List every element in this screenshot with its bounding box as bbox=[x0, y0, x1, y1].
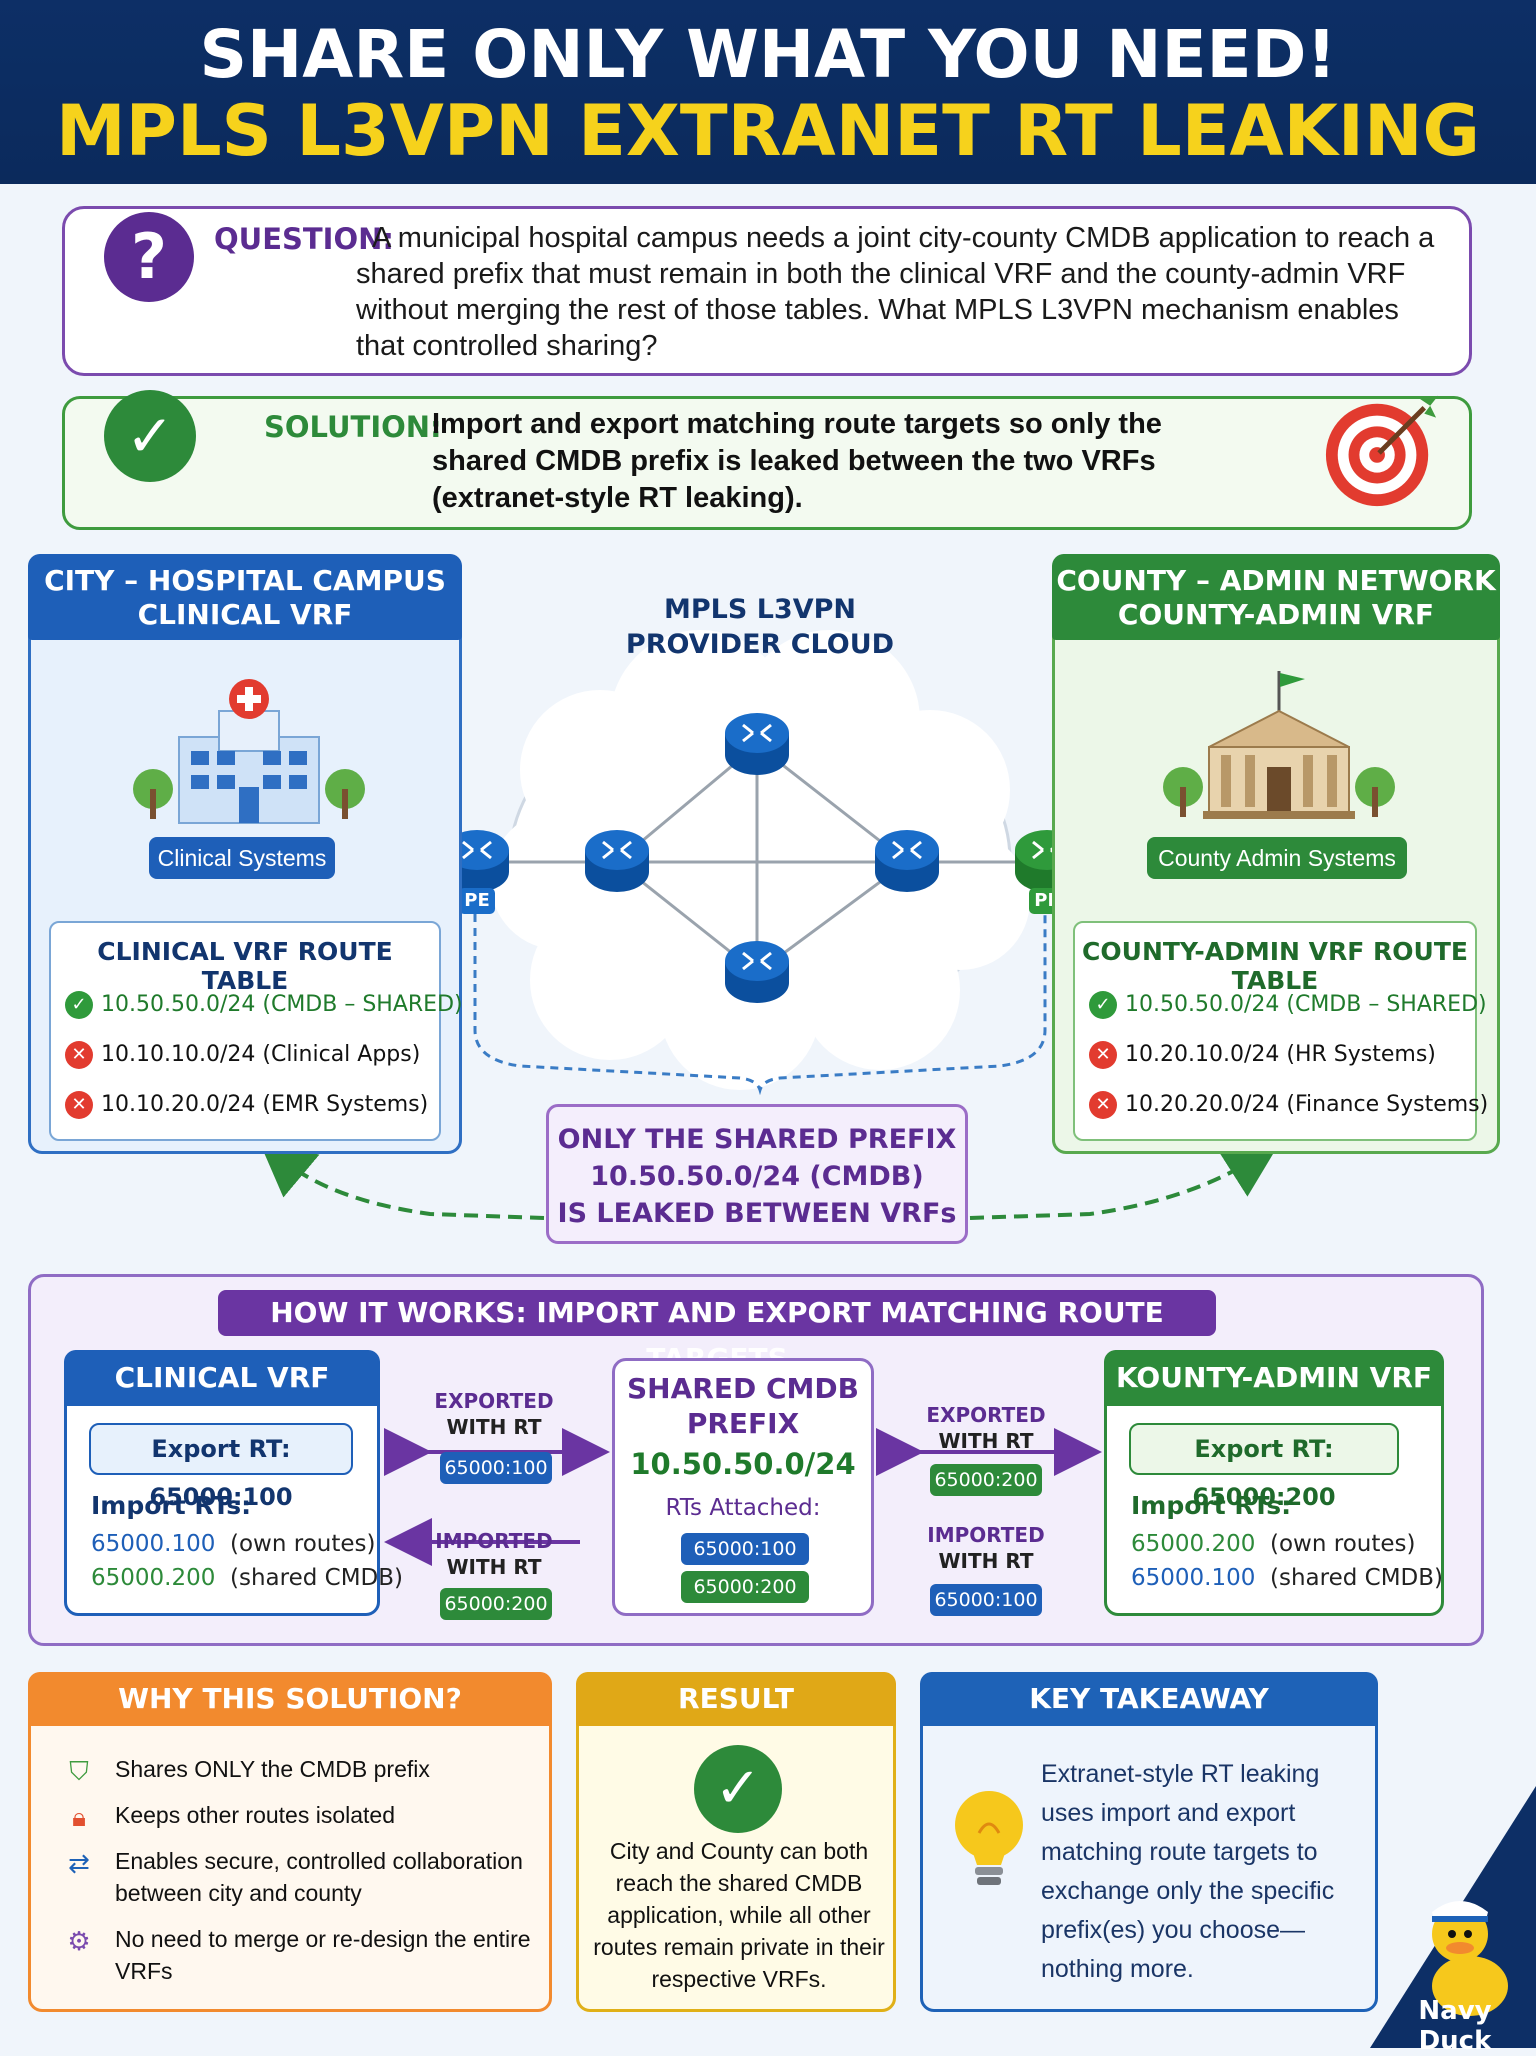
county-export-rt: Export RT: 65000:200 bbox=[1129, 1423, 1399, 1511]
county-import-row: 65000.100 (shared CMDB) bbox=[1131, 1565, 1444, 1591]
right-exported-label: EXPORTED WITH RT bbox=[926, 1403, 1046, 1453]
rt-pill: 65000:200 bbox=[440, 1588, 552, 1620]
header-title-line2: MPLS L3VPN EXTRANET RT LEAKING bbox=[55, 90, 1481, 172]
header-banner: SHARE ONLY WHAT YOU NEED! MPLS L3VPN EXT… bbox=[0, 0, 1536, 184]
handshake-icon: ⇄ bbox=[68, 1848, 90, 1878]
cloud-title: MPLS L3VPN PROVIDER CLOUD bbox=[600, 592, 920, 662]
gear-icon: ⚙ bbox=[67, 1926, 91, 1956]
target-icon bbox=[1325, 395, 1439, 507]
county-admin-panel: COUNTY – ADMIN NETWORK COUNTY-ADMIN VRF … bbox=[1052, 554, 1500, 1154]
clinical-route-row: ✕10.10.20.0/24 (EMR Systems) bbox=[65, 1091, 428, 1119]
rt-pill: 65000:100 bbox=[681, 1533, 809, 1565]
check-icon: ✓ bbox=[104, 390, 196, 482]
county-import-row: 65000.200 (own routes) bbox=[1131, 1531, 1416, 1557]
government-building-icon bbox=[1163, 671, 1395, 819]
clinical-vrf-card: CLINICAL VRF Export RT: 65000:100 Import… bbox=[64, 1350, 403, 1616]
question-label: QUESTION: bbox=[214, 222, 394, 256]
leak-callout-line3: IS LEAKED BETWEEN VRFs bbox=[557, 1198, 957, 1229]
lock-icon: 🔒︎ bbox=[72, 1802, 86, 1832]
result-text: City and County can both reach the share… bbox=[593, 1838, 885, 1992]
left-exported-label: EXPORTED WITH RT bbox=[434, 1389, 554, 1439]
lightbulb-icon bbox=[955, 1791, 1023, 1885]
x-icon: ✕ bbox=[65, 1091, 93, 1119]
key-takeaway-text: Extranet-style RT leaking uses import an… bbox=[1041, 1760, 1335, 1983]
county-route-row: ✕10.20.20.0/24 (Finance Systems) bbox=[1089, 1091, 1488, 1119]
x-icon: ✕ bbox=[1089, 1041, 1117, 1069]
duck-mascot-icon bbox=[1432, 1901, 1508, 2016]
county-admin-vrf-card: KOUNTY-ADMIN VRF Export RT: 65000:200 Im… bbox=[1104, 1350, 1444, 1616]
leak-callout-line1: ONLY THE SHARED PREFIX bbox=[557, 1124, 957, 1155]
county-route-table-title: COUNTY-ADMIN VRF ROUTE TABLE bbox=[1082, 937, 1468, 995]
clinical-import-label: Import RTs: bbox=[91, 1491, 252, 1520]
county-admin-systems-badge: County Admin Systems bbox=[1147, 837, 1407, 879]
shared-cmdb-title: SHARED CMDB PREFIX bbox=[627, 1372, 859, 1440]
solution-box bbox=[62, 396, 1472, 530]
cloud-title-line2: PROVIDER CLOUD bbox=[625, 629, 895, 660]
city-panel-title-line2: CLINICAL VRF bbox=[137, 598, 353, 631]
question-icon: ? bbox=[104, 212, 194, 302]
cloud-title-line1: MPLS L3VPN bbox=[664, 594, 856, 625]
question-text: A municipal hospital campus needs a join… bbox=[356, 222, 1435, 362]
network-diagram-lines bbox=[238, 630, 1280, 1220]
shared-cmdb-card: SHARED CMDB PREFIX 10.50.50.0/24 RTs Att… bbox=[612, 1358, 874, 1616]
clinical-route-table-title: CLINICAL VRF ROUTE TABLE bbox=[97, 937, 393, 995]
county-route-row: ✕10.20.10.0/24 (HR Systems) bbox=[1089, 1041, 1436, 1069]
left-imported-label: IMPORTED WITH RT bbox=[435, 1529, 553, 1579]
clinical-vrf-title: CLINICAL VRF bbox=[64, 1350, 380, 1406]
key-takeaway-card: KEY TAKEAWAY Extranet-style RT leaking u… bbox=[920, 1672, 1378, 2012]
clinical-import-row: 65000.200 (shared CMDB) bbox=[91, 1565, 404, 1591]
leak-callout-line2: 10.50.50.0/24 (CMDB) bbox=[590, 1161, 924, 1192]
rt-pill: 65000:200 bbox=[681, 1571, 809, 1603]
shared-cmdb-prefix: 10.50.50.0/24 bbox=[630, 1447, 856, 1481]
county-panel-title: COUNTY – ADMIN NETWORK COUNTY-ADMIN VRF bbox=[1052, 554, 1500, 640]
clinical-route-table: CLINICAL VRF ROUTE TABLE ✓10.50.50.0/24 … bbox=[49, 921, 463, 1141]
shield-icon: ⛉ bbox=[69, 1756, 89, 1786]
hospital-icon bbox=[133, 679, 365, 824]
result-card: RESULT ✓ City and County can both reach … bbox=[576, 1672, 896, 2012]
key-takeaway-title: KEY TAKEAWAY bbox=[920, 1672, 1378, 1726]
right-imported-label: IMPORTED WITH RT bbox=[927, 1523, 1045, 1573]
how-it-works-title: HOW IT WORKS: IMPORT AND EXPORT MATCHING… bbox=[218, 1290, 1216, 1375]
check-icon: ✓ bbox=[694, 1745, 782, 1833]
pe-label-left: PE bbox=[464, 890, 490, 911]
why-title: WHY THIS SOLUTION? bbox=[28, 1672, 552, 1726]
rt-pill: 65000:200 bbox=[930, 1464, 1042, 1496]
clinical-route-row: ✕10.10.10.0/24 (Clinical Apps) bbox=[65, 1041, 420, 1069]
clinical-systems-badge: Clinical Systems bbox=[149, 837, 335, 879]
county-route-row: ✓10.50.50.0/24 (CMDB – SHARED) bbox=[1089, 991, 1487, 1019]
county-import-label: Import RTs: bbox=[1131, 1491, 1292, 1520]
county-panel-title-line2: COUNTY-ADMIN VRF bbox=[1117, 598, 1435, 631]
check-icon: ✓ bbox=[65, 991, 93, 1019]
rt-pill: 65000:100 bbox=[930, 1584, 1042, 1616]
solution-label: SOLUTION: bbox=[264, 410, 442, 444]
clinical-route-row: ✓10.50.50.0/24 (CMDB – SHARED) bbox=[65, 991, 463, 1019]
solution-text: Import and export matching route targets… bbox=[432, 408, 1162, 514]
city-panel-title-line1: CITY – HOSPITAL CAMPUS bbox=[44, 564, 446, 597]
rts-attached-label: RTs Attached: bbox=[665, 1495, 821, 1521]
navy-duck-corner bbox=[1370, 1786, 1536, 2048]
clinical-export-rt: Export RT: 65000:100 bbox=[89, 1423, 353, 1511]
why-card: WHY THIS SOLUTION? ⛉Shares ONLY the CMDB… bbox=[28, 1672, 552, 2012]
header-title-line1: SHARE ONLY WHAT YOU NEED! bbox=[199, 16, 1337, 93]
county-admin-vrf-title: KOUNTY-ADMIN VRF bbox=[1104, 1350, 1444, 1406]
city-panel-title: CITY – HOSPITAL CAMPUS CLINICAL VRF bbox=[28, 554, 462, 640]
county-route-table: COUNTY-ADMIN VRF ROUTE TABLE ✓10.50.50.0… bbox=[1073, 921, 1488, 1141]
leak-callout: ONLY THE SHARED PREFIX 10.50.50.0/24 (CM… bbox=[546, 1104, 968, 1244]
x-icon: ✕ bbox=[65, 1041, 93, 1069]
brand-name: Navy Duck bbox=[1418, 1996, 1492, 2056]
question-box bbox=[62, 206, 1472, 376]
check-icon: ✓ bbox=[1089, 991, 1117, 1019]
result-title: RESULT bbox=[576, 1672, 896, 1726]
clinical-import-row: 65000.100 (own routes) bbox=[91, 1531, 376, 1557]
county-panel-title-line1: COUNTY – ADMIN NETWORK bbox=[1056, 564, 1496, 597]
x-icon: ✕ bbox=[1089, 1091, 1117, 1119]
rt-pill: 65000:100 bbox=[440, 1452, 552, 1484]
city-clinical-panel: CITY – HOSPITAL CAMPUS CLINICAL VRF Clin… bbox=[28, 554, 463, 1154]
